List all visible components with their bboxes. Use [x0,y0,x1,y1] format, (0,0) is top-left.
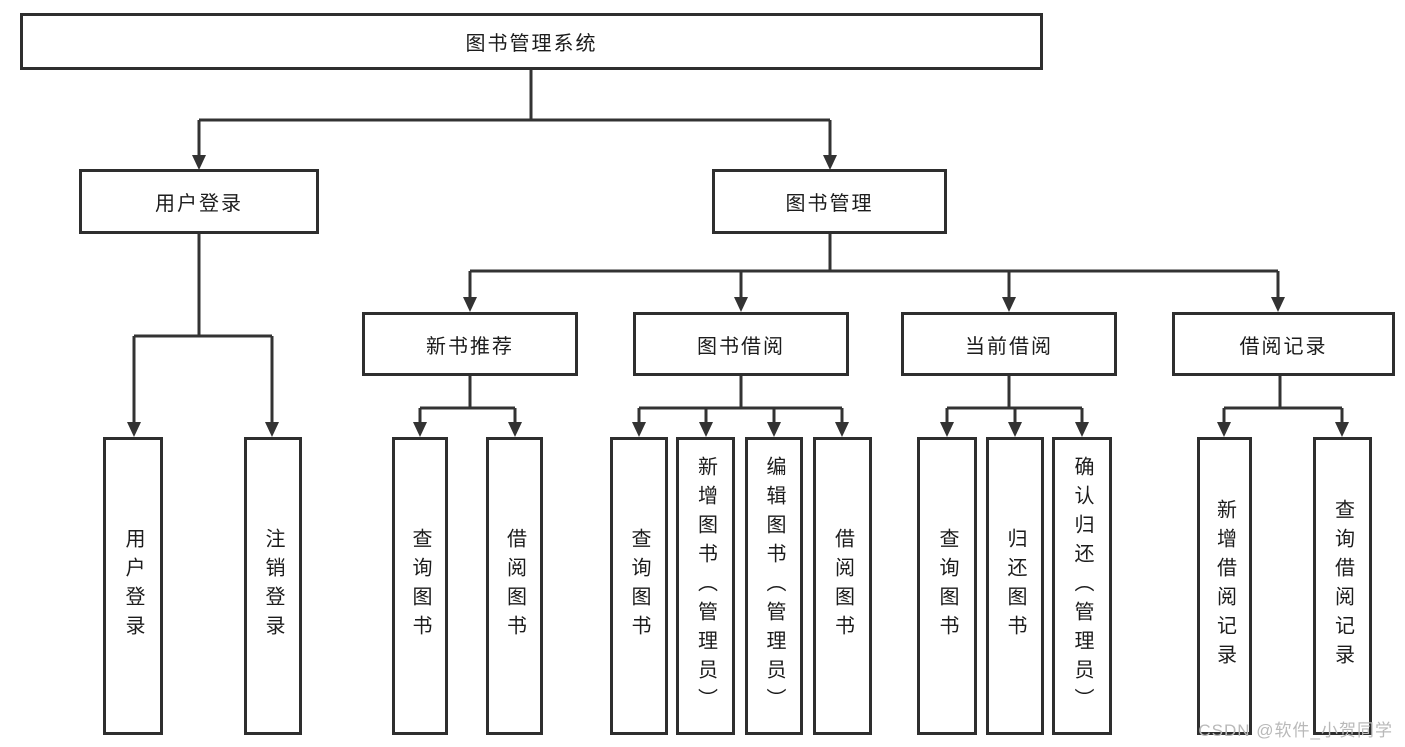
leaf-label: 新增图书（管理员） [694,455,717,717]
leaf-add-book-admin: 新增图书（管理员） [676,437,735,735]
node-user-login: 用户登录 [79,169,319,234]
leaf-borrow-book-2: 借阅图书 [813,437,872,735]
node-label: 当前借阅 [965,335,1053,358]
leaf-label: 借阅图书 [503,528,526,644]
leaf-label: 归还图书 [1004,528,1026,644]
leaf-logout: 注销登录 [244,437,302,735]
node-label: 图书借阅 [697,335,785,358]
leaf-query-book-1: 查询图书 [392,437,448,735]
leaf-add-borrow-record: 新增借阅记录 [1197,437,1252,735]
node-new-book-recommend: 新书推荐 [362,312,578,376]
leaf-user-login: 用户登录 [103,437,163,735]
node-label: 借阅记录 [1239,335,1328,358]
leaf-label: 借阅图书 [831,528,854,644]
leaf-edit-book-admin: 编辑图书（管理员） [745,437,803,735]
leaf-query-book-2: 查询图书 [610,437,668,735]
node-label: 图书管理系统 [465,33,598,55]
node-library-management-system: 图书管理系统 [20,13,1043,70]
leaf-confirm-return-admin: 确认归还（管理员） [1052,437,1112,735]
leaf-label: 查询图书 [409,528,431,644]
node-label: 图书管理 [785,193,874,215]
node-current-borrow: 当前借阅 [901,312,1117,376]
leaf-query-book-3: 查询图书 [917,437,977,735]
leaf-label: 编辑图书（管理员） [763,455,785,717]
leaf-label: 注销登录 [262,528,284,644]
node-borrow-record: 借阅记录 [1172,312,1395,376]
leaf-label: 用户登录 [122,528,144,644]
leaf-label: 查询图书 [628,528,650,644]
leaf-label: 查询借阅记录 [1331,499,1354,673]
leaf-label: 确认归还（管理员） [1071,455,1093,717]
node-label: 用户登录 [155,193,243,215]
leaf-label: 新增借阅记录 [1213,499,1236,673]
leaf-return-book: 归还图书 [986,437,1044,735]
leaf-borrow-book-1: 借阅图书 [486,437,543,735]
csdn-watermark: CSDN @软件_小贺同学 [1198,721,1393,740]
node-book-management: 图书管理 [712,169,947,234]
leaf-label: 查询图书 [936,528,958,644]
node-book-borrow: 图书借阅 [633,312,849,376]
leaf-query-borrow-record: 查询借阅记录 [1313,437,1372,735]
node-label: 新书推荐 [426,335,514,358]
